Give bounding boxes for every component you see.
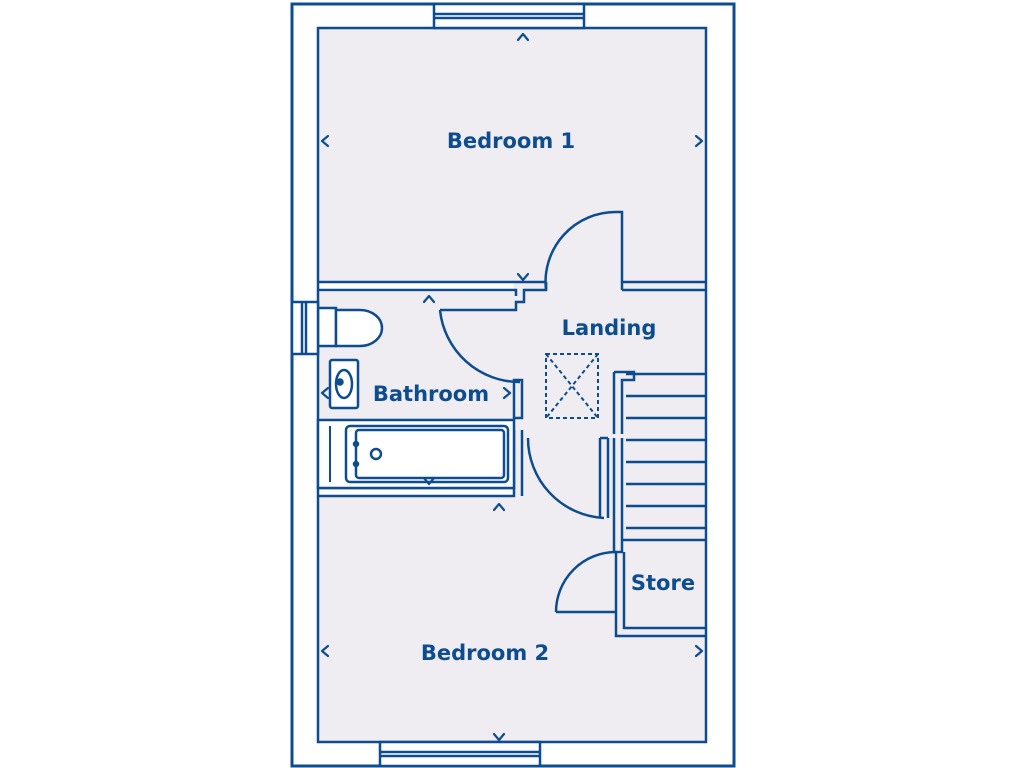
room-label-store: Store (631, 571, 695, 595)
room-label-bathroom: Bathroom (373, 382, 489, 406)
dimension-arrow-icon (694, 134, 704, 148)
bedroom-2-area (318, 496, 706, 742)
dimension-arrow-icon (694, 644, 704, 658)
bathroom-door (438, 309, 521, 384)
dimension-arrows (320, 32, 704, 742)
window-top (432, 2, 586, 30)
dimension-arrow-icon (502, 386, 512, 400)
landing-lower-area (514, 374, 622, 498)
stair-enclosure (612, 370, 636, 554)
room-label-bedroom-2: Bedroom 2 (421, 641, 549, 665)
store-cupboard (554, 550, 706, 638)
dimension-arrow-icon (516, 272, 530, 282)
toilet-icon (316, 306, 384, 348)
bedroom-1-door (544, 210, 624, 291)
dimension-arrow-icon (320, 386, 330, 400)
bedroom-1-area (318, 28, 706, 282)
bathroom-east-wall (512, 378, 524, 420)
bedroom-2-door (526, 437, 605, 520)
landing-east-wall (598, 436, 610, 518)
basin-icon (328, 358, 360, 410)
store-door-icon (554, 550, 617, 614)
room-fills (318, 28, 706, 742)
store-wall (614, 552, 706, 638)
dimension-arrow-icon (320, 134, 330, 148)
dimension-arrow-icon (492, 732, 506, 742)
dimension-arrow-icon (422, 476, 436, 486)
bath-icon (316, 418, 516, 490)
dimension-arrow-icon (516, 32, 530, 42)
staircase-icon (622, 394, 706, 542)
window-bottom (378, 740, 542, 768)
room-label-bedroom-1: Bedroom 1 (447, 129, 575, 153)
window-icon (432, 2, 586, 30)
room-label-landing: Landing (562, 316, 657, 340)
window-icon (378, 740, 542, 768)
window-icon (290, 300, 320, 356)
loft-hatch-icon (545, 353, 599, 419)
dimension-arrow-icon (320, 644, 330, 658)
dimension-arrow-icon (492, 502, 506, 512)
partition-bed1-bath (318, 280, 706, 296)
dimension-arrow-icon (422, 294, 436, 304)
